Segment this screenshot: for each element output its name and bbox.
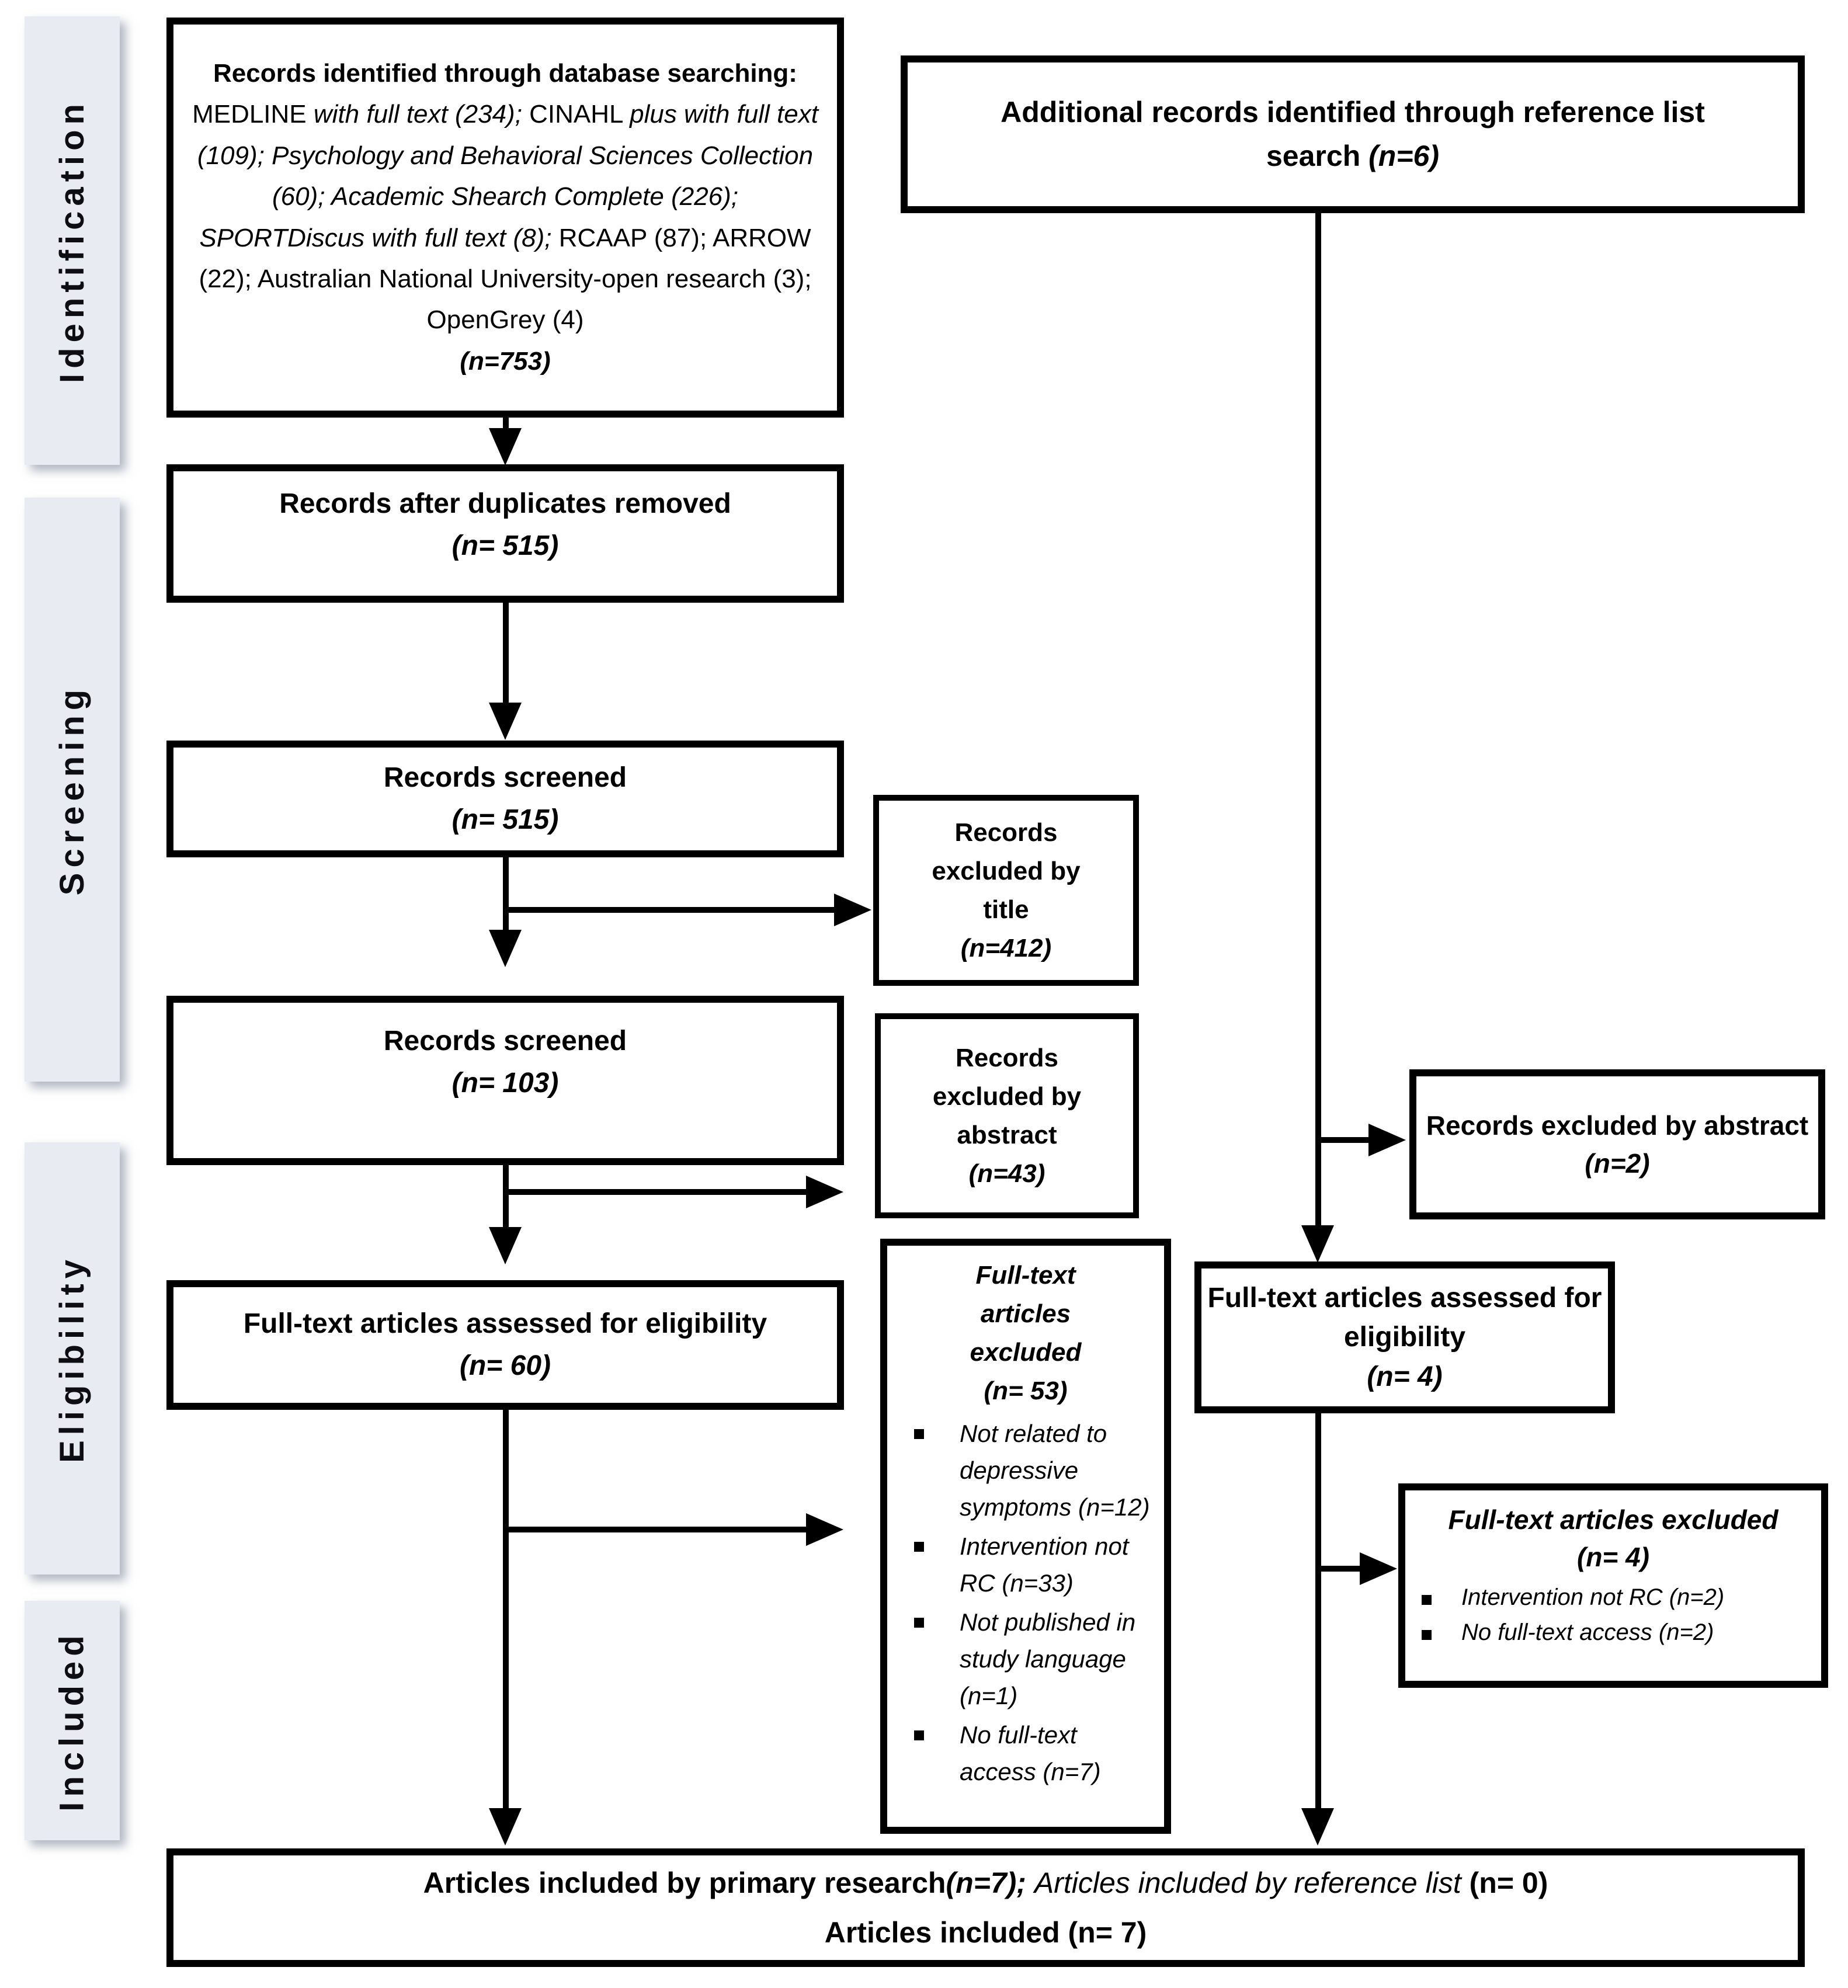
branch-to-fulltext-excluded4-line [1315, 1566, 1363, 1572]
list-item: Intervention not RC (n=33) [894, 1528, 1157, 1601]
box-articles-included-text: Articles included by primary research(n=… [423, 1866, 1548, 1949]
arrow-dedup-to-screened-head [489, 703, 522, 740]
arrow-screened515-down-line [503, 857, 509, 932]
arrow-to-included-right-head [1301, 1808, 1334, 1845]
box-records-screened-103: Records screened(n= 103) [166, 996, 844, 1165]
arrow-to-included-left-head [489, 1808, 522, 1845]
arrow-to-fulltext4-head [1301, 1225, 1334, 1263]
branch-to-fulltext-excluded4-head [1360, 1552, 1397, 1585]
stage-included: Included [25, 1601, 120, 1840]
stage-identification-label: Identification [53, 98, 92, 383]
branch-to-excluded-title-line [503, 907, 837, 913]
box-duplicates-removed-text: Records after duplicates removed(n= 515) [279, 488, 731, 561]
box-reference-search: Additional records identified through re… [901, 55, 1805, 213]
box-records-screened-515: Records screened(n= 515) [166, 741, 844, 857]
branch-to-excluded53-line [503, 1527, 809, 1532]
branch-to-excluded53-head [806, 1513, 843, 1546]
box-fulltext-eligibility-60: Full-text articles assessed for eligibil… [166, 1280, 844, 1410]
box-fulltext-excluded-4: Full-text articles excluded(n= 4) Interv… [1398, 1483, 1828, 1688]
box-fulltext-eligibility-4: Full-text articles assessed for eligibil… [1194, 1261, 1615, 1413]
box-duplicates-removed: Records after duplicates removed(n= 515) [166, 464, 844, 603]
branch-to-excluded-abstract2-head [1368, 1124, 1406, 1156]
box-fulltext-eligibility-4-text: Full-text articles assessed for eligibil… [1207, 1283, 1602, 1392]
branch-to-excluded-title-head [834, 894, 871, 926]
stage-eligibility: Eligibility [25, 1142, 120, 1575]
arrow-fulltext60-down-line [503, 1410, 509, 1812]
box-records-screened-515-text: Records screened(n= 515) [383, 762, 627, 835]
arrow-reference-down-line [1315, 213, 1321, 1231]
box-records-identified: Records identified through database sear… [166, 18, 844, 418]
box-excluded-abstract-2-text: Records excluded by abstract(n=2) [1426, 1110, 1809, 1179]
arrow-screened103-down-line [503, 1165, 509, 1231]
stage-identification: Identification [25, 16, 120, 465]
arrow-dedup-to-screened-line [503, 603, 509, 707]
box-excluded-abstract-2: Records excluded by abstract(n=2) [1409, 1069, 1825, 1219]
stage-screening: Screening [25, 498, 120, 1082]
branch-to-excluded-abstract43-line [503, 1189, 809, 1195]
list-item: No full-text access (n=7) [894, 1716, 1157, 1790]
list-item: No full-text access (n=2) [1405, 1616, 1821, 1649]
stage-eligibility-label: Eligibility [53, 1254, 91, 1463]
box-fulltext-excluded-4-heading: Full-text articles excluded(n= 4) [1448, 1504, 1778, 1573]
arrow-fulltext4-down-line [1315, 1413, 1321, 1813]
list-item: Intervention not RC (n=2) [1405, 1581, 1821, 1614]
box-reference-search-text: Additional records identified through re… [1001, 96, 1705, 172]
box-records-screened-103-text: Records screened(n= 103) [383, 1026, 627, 1099]
arrow-identified-to-dedup-head [489, 428, 522, 465]
branch-to-excluded-abstract2-line [1315, 1137, 1371, 1143]
box-fulltext-eligibility-60-text: Full-text articles assessed for eligibil… [243, 1308, 767, 1381]
branch-to-excluded-abstract43-head [806, 1176, 843, 1208]
arrow-screened103-down-head [489, 1227, 522, 1264]
stage-screening-label: Screening [53, 684, 91, 895]
fulltext-excluded-53-list: Not related to depressive symptoms (n=12… [894, 1415, 1157, 1792]
fulltext-excluded-4-list: Intervention not RC (n=2)No full-text ac… [1405, 1581, 1821, 1651]
list-item: Not related to depressive symptoms (n=12… [894, 1415, 1157, 1525]
stage-included-label: Included [53, 1629, 91, 1812]
list-item: Not published in study language (n=1) [894, 1604, 1157, 1714]
box-articles-included: Articles included by primary research(n=… [166, 1848, 1805, 1967]
box-records-identified-text: Records identified through database sear… [192, 58, 818, 376]
arrow-screened515-down-head [489, 930, 522, 967]
